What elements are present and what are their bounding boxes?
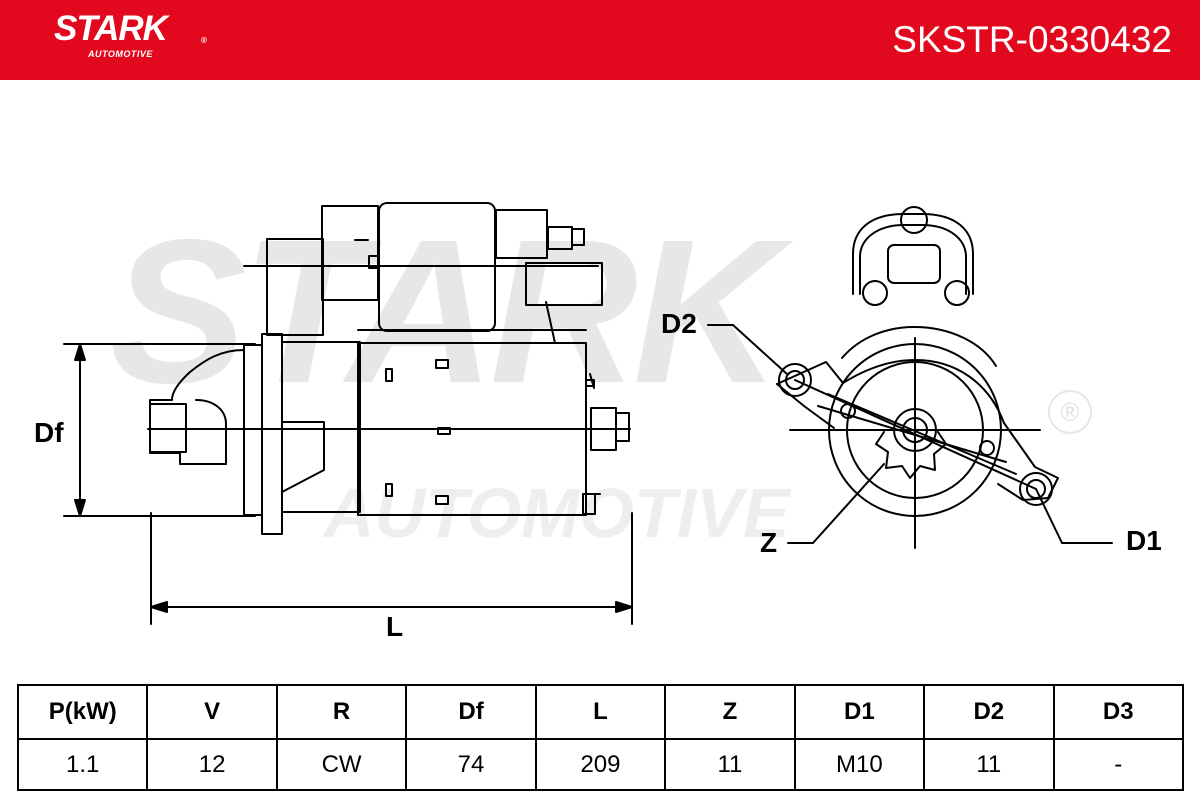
starter-side-view — [147, 202, 631, 535]
brand-name: STARK — [54, 9, 168, 48]
table-row: 1.1 12 CW 74 209 11 M10 11 - — [16, 738, 1184, 791]
table-header-cell: R — [275, 684, 408, 740]
d2-label: D2 — [661, 308, 697, 339]
table-header-cell: L — [534, 684, 667, 740]
table-header-cell: D1 — [793, 684, 926, 740]
table-header-cell: D3 — [1052, 684, 1184, 740]
table-cell: 209 — [534, 738, 667, 791]
specification-table-wrapper: P(kW) V R Df L Z D1 D2 D3 1.1 12 CW 74 2… — [16, 684, 1184, 791]
header-bar: STARK ® AUTOMOTIVE SKSTR-0330432 — [0, 0, 1200, 80]
table-header-cell: Df — [405, 684, 537, 740]
d1-label: D1 — [1126, 525, 1162, 556]
table-cell: 1.1 — [16, 738, 149, 791]
brand-logo: STARK ® AUTOMOTIVE — [54, 9, 207, 60]
starter-motor-drawing — [63, 202, 1113, 625]
table-cell: CW — [275, 738, 408, 791]
table-header-cell: D2 — [923, 684, 1055, 740]
l-label: L — [386, 611, 404, 642]
starter-front-view — [707, 206, 1113, 549]
brand-subtitle: AUTOMOTIVE — [88, 49, 153, 59]
table-cell: M10 — [793, 738, 926, 791]
table-cell: 11 — [664, 738, 796, 791]
table-cell: 11 — [923, 738, 1055, 791]
table-header-cell: P(kW) — [16, 684, 149, 740]
df-dimension-lines — [63, 343, 256, 517]
table-header-cell: V — [146, 684, 278, 740]
table-header-row: P(kW) V R Df L Z D1 D2 D3 — [16, 684, 1184, 740]
table-cell: 74 — [405, 738, 537, 791]
specification-table: P(kW) V R Df L Z D1 D2 D3 1.1 12 CW 74 2… — [16, 684, 1184, 791]
table-cell: - — [1052, 738, 1184, 791]
l-dimension-lines — [150, 512, 633, 625]
table-header-cell: Z — [664, 684, 796, 740]
brand-registered-mark: ® — [201, 36, 207, 45]
table-cell: 12 — [146, 738, 278, 791]
part-number: SKSTR-0330432 — [892, 19, 1172, 60]
df-label: Df — [34, 417, 64, 448]
z-label: Z — [760, 527, 778, 558]
technical-drawing: Df L D2 Z D1 — [0, 80, 1200, 670]
